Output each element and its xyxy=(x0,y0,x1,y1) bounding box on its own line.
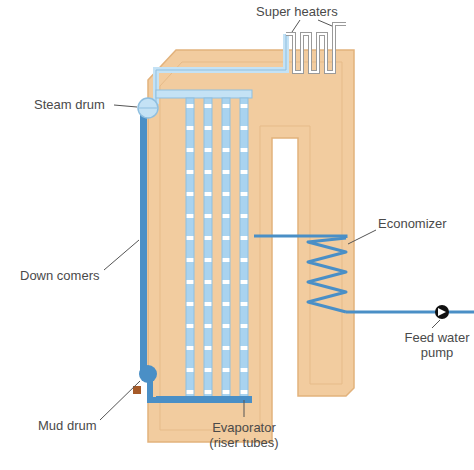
part-label: Feed water pump xyxy=(403,330,471,360)
steam-drum xyxy=(138,98,158,118)
mud-drum xyxy=(139,365,157,383)
steam-drum-level xyxy=(139,108,157,109)
superheater-coil-inner xyxy=(286,24,346,72)
bottom-header xyxy=(156,396,252,403)
economizer-outlet xyxy=(254,236,346,238)
economizer-coil xyxy=(308,238,346,312)
downcomer xyxy=(140,112,147,374)
feed-water-line xyxy=(346,311,474,314)
steam-pipe xyxy=(156,34,286,104)
part-label: Super heaters xyxy=(256,4,338,19)
boiler-housing xyxy=(148,50,354,442)
superheater-coil xyxy=(286,24,346,72)
feed-water-pump xyxy=(435,305,449,319)
part-label: Economizer xyxy=(378,216,447,231)
riser-header xyxy=(156,90,252,98)
part-label: Mud drum xyxy=(38,418,97,433)
riser-tubes xyxy=(186,98,248,398)
part-label: Evaporator (riser tubes) xyxy=(196,420,292,450)
steam-pipe-edge xyxy=(156,34,286,104)
part-label: Down comers xyxy=(20,268,99,283)
part-label: Steam drum xyxy=(34,97,105,112)
mud-drum-pipe xyxy=(150,380,160,400)
housing-inner-wall xyxy=(160,62,342,430)
pump-arrow xyxy=(438,308,446,316)
